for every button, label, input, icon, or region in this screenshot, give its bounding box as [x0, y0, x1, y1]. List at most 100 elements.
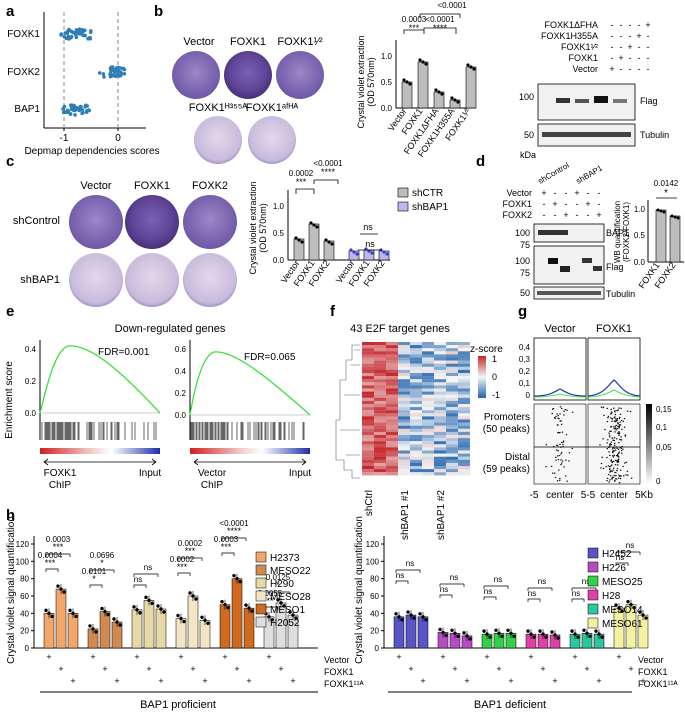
heat-cell [446, 369, 458, 374]
signal-pixel [615, 429, 617, 431]
ytick-label: 0 [25, 644, 30, 653]
f-col-0: shCtrl [364, 490, 375, 516]
blot-b-row-0: FOXK1ΔFHA [544, 20, 598, 30]
depmap-dot [101, 72, 106, 76]
heat-cell [374, 407, 386, 411]
data-point [500, 634, 504, 638]
signal-pixel [559, 477, 561, 480]
depmap-dot [66, 29, 70, 33]
data-point [424, 62, 428, 66]
data-point [250, 609, 254, 613]
heat-cell [386, 469, 398, 473]
heat-cell [446, 391, 458, 395]
heat-cell [422, 438, 434, 442]
ylabel-d-2: (FOXK2/FOXK1) [622, 202, 631, 262]
signal-pixel [611, 418, 614, 420]
signal-pixel [557, 432, 559, 434]
panel-label-a: a [6, 3, 15, 20]
heat-cell [446, 444, 458, 448]
signal-pixel [618, 432, 621, 434]
heat-cell [398, 469, 410, 473]
signal-pixel [618, 451, 620, 453]
e-title: Down-regulated genes [115, 323, 226, 335]
heat-cell [374, 459, 386, 463]
depmap-dot [122, 72, 127, 76]
mw-d-1: 75 [520, 240, 530, 250]
heat-cell [434, 357, 446, 361]
blot-sign: - [611, 53, 614, 63]
heat-cell [422, 382, 434, 386]
heat-cell [410, 366, 422, 370]
signal-pixel [606, 421, 609, 423]
condition-label: Vector [324, 655, 350, 665]
blot-sign: + [585, 199, 590, 209]
signal-pixel [613, 437, 616, 439]
ytick-d-2: 1.0 [634, 205, 646, 214]
heat-cell [422, 407, 434, 411]
heat-cell [422, 416, 434, 420]
heat-cell [422, 348, 434, 352]
heat-cell [410, 404, 422, 408]
heat-cell [458, 469, 470, 473]
heat-cell [410, 354, 422, 358]
heat-cell [434, 373, 446, 377]
ylabel-b-1: Crystal violet extraction [356, 35, 366, 128]
heat-cell [362, 428, 374, 432]
signal-pixel [561, 441, 563, 444]
signal-pixel [617, 464, 619, 466]
signal-pixel [614, 471, 616, 474]
signal-pixel [612, 469, 614, 471]
signal-pixel [609, 466, 611, 468]
heat-cell [446, 438, 458, 442]
heat-cell [446, 428, 458, 432]
pval-d: 0.0142 [654, 179, 679, 188]
g-profile-vector-blue [533, 388, 587, 397]
blot-sign: - [638, 53, 641, 63]
heat-cell [458, 441, 470, 445]
e-r-ytick-3: 0.0 [175, 411, 187, 420]
data-point [553, 633, 557, 637]
heat-cell [446, 459, 458, 463]
signal-pixel [606, 477, 609, 479]
heat-cell [386, 357, 398, 361]
signal-pixel [610, 441, 613, 443]
heat-cell [458, 459, 470, 463]
signal-pixel [563, 414, 565, 416]
heat-cell [446, 456, 458, 460]
heat-cell [362, 438, 374, 442]
heat-cell [422, 351, 434, 355]
legend-label: H2052 [270, 618, 300, 629]
signal-pixel [618, 458, 620, 460]
signal-pixel [608, 473, 610, 476]
heat-cell [446, 345, 458, 349]
heat-cell [458, 369, 470, 374]
heat-cell [374, 422, 386, 426]
e-r-ytick-0: 0.6 [175, 345, 187, 354]
significance: *** [177, 562, 188, 572]
g-x-4: 5Kb [635, 490, 653, 501]
blot-sign: - [543, 210, 546, 220]
heat-cell [362, 366, 374, 370]
data-point [409, 613, 413, 617]
signal-pixel [608, 434, 611, 436]
signal-pixel [613, 420, 616, 422]
heat-cell [446, 410, 458, 414]
signal-pixel [603, 414, 605, 416]
pvalue: 0.0696 [90, 551, 115, 560]
heat-cell [434, 360, 446, 364]
depmap-dot [114, 66, 119, 70]
signal-pixel [611, 464, 613, 466]
heat-cell [374, 472, 386, 476]
well-b-h355a [194, 116, 242, 164]
g-heat-foxk1 [587, 403, 641, 485]
heat-cell [374, 425, 386, 429]
depmap-dot [73, 108, 77, 113]
heat-cell [410, 345, 422, 349]
data-point [629, 602, 633, 607]
heat-cell [398, 400, 410, 405]
mw-d-0: 100 [515, 228, 530, 238]
heat-cell [398, 345, 410, 349]
signal-pixel [613, 407, 615, 409]
condition-label: FOXK1¹¹ᴬ [324, 679, 365, 689]
legend-c-shbap1: shBAP1 [412, 202, 449, 213]
